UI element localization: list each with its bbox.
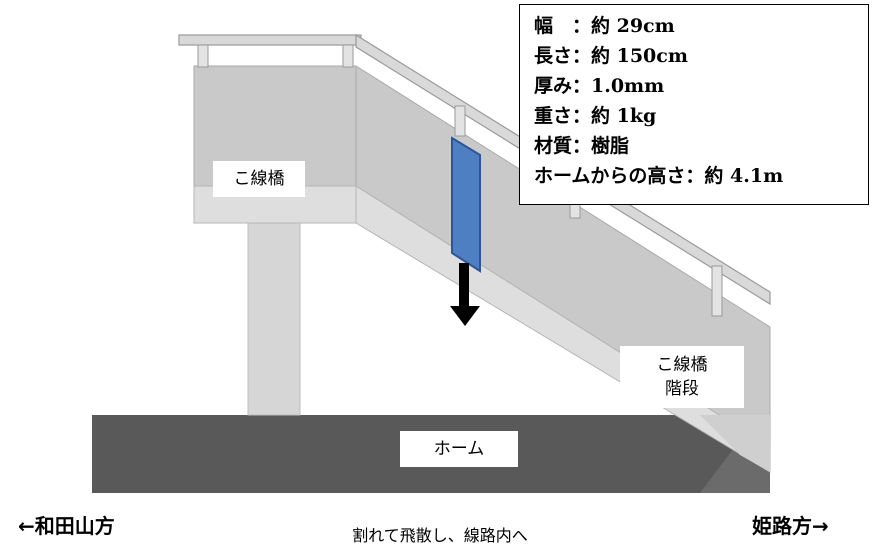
bridge-handrail: [178, 34, 362, 46]
stairs-post: [711, 265, 723, 317]
stairs-end: [700, 415, 770, 472]
spec-box: 幅 ：約 29cm 長さ：約 150cm 厚み：1.0mm 重さ：約 1kg 材…: [519, 4, 869, 205]
stairs-label: こ線橋 階段: [620, 346, 744, 408]
direction-left: ←和田山方: [18, 514, 115, 538]
platform-label-text: ホーム: [433, 439, 485, 459]
bridge-post: [197, 44, 209, 68]
spec-length: 長さ：約 150cm: [534, 45, 688, 67]
stairs-post: [454, 105, 466, 137]
stairs-label-line1: こ線橋: [656, 355, 708, 375]
bridge-label-text: こ線橋: [233, 169, 285, 189]
caption: 割れて飛散し、線路内へ: [352, 526, 528, 545]
platform-label: ホーム: [400, 431, 518, 467]
stairs-label-line2: 階段: [665, 379, 699, 399]
fallen-panel: [451, 136, 481, 273]
support-pillar: [247, 222, 301, 416]
direction-right: 姫路方→: [752, 514, 829, 538]
spec-material: 材質：樹脂: [534, 135, 630, 157]
spec-thickness: 厚み：1.0mm: [534, 75, 665, 97]
spec-width: 幅 ：約 29cm: [534, 15, 675, 37]
spec-height: ホームからの高さ：約 4.1m: [534, 165, 784, 187]
fall-arrow-shaft: [459, 263, 469, 309]
bridge-label: こ線橋: [213, 161, 305, 197]
bridge-post: [342, 44, 354, 68]
spec-weight: 重さ：約 1kg: [534, 105, 657, 127]
fall-arrow-head: [450, 306, 480, 326]
